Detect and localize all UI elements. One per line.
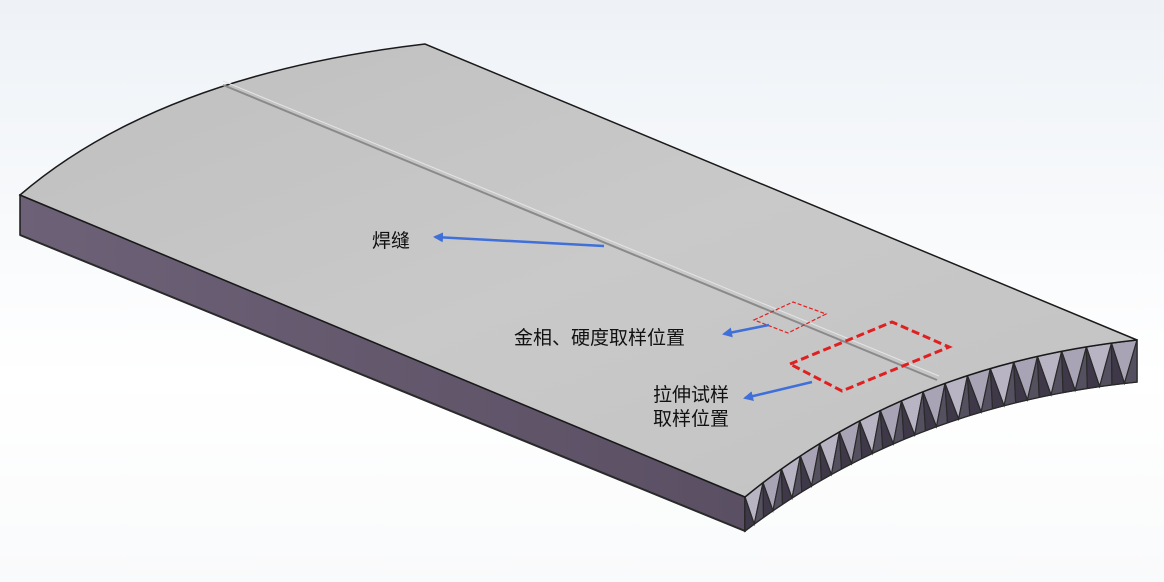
tensile-label-line1: 拉伸试样: [653, 384, 730, 406]
truss-cell-shadow: [819, 443, 833, 482]
hardness-arrow: [722, 323, 770, 338]
truss-cell-shadow: [944, 383, 960, 424]
truss-cell-shadow: [1013, 361, 1029, 404]
truss-cell-shadow: [989, 368, 1005, 410]
panel-bottom-edge: [19, 234, 746, 532]
tensile-label-line2: 取样位置: [653, 408, 730, 430]
tensile-sampling-label: 拉伸试样 取样位置: [653, 383, 729, 431]
truss-cell-shadow: [762, 482, 774, 519]
truss-cell-shadow: [838, 431, 853, 470]
truss-cell-shadow: [859, 420, 874, 460]
tensile-arrow: [743, 380, 813, 402]
weld-seam-highlight: [222, 80, 940, 377]
truss-cell-shadow: [1085, 346, 1101, 390]
truss-cell-shadow: [900, 400, 916, 441]
hardness-sample-box: [752, 301, 828, 334]
truss-cell-shadow: [879, 410, 895, 450]
truss-cell-shadow: [744, 496, 755, 533]
truss-cell-shadow: [780, 468, 793, 506]
truss-cell-shadow: [1123, 339, 1138, 385]
truss-cell-shadow: [1036, 356, 1052, 399]
weld-seam: [222, 84, 938, 381]
truss-cell-shadow: [1110, 342, 1126, 386]
tensile-sample-box: [786, 320, 953, 393]
weld-label: 焊缝: [372, 230, 411, 252]
truss-cell-shadow: [966, 375, 982, 417]
truss-cell-shadow: [799, 455, 813, 493]
truss-cell-shadow: [922, 391, 938, 432]
weld-arrow: [433, 232, 605, 248]
truss-cell-shadow: [1061, 351, 1076, 394]
hardness-sampling-label: 金相、硬度取样位置: [514, 327, 686, 349]
